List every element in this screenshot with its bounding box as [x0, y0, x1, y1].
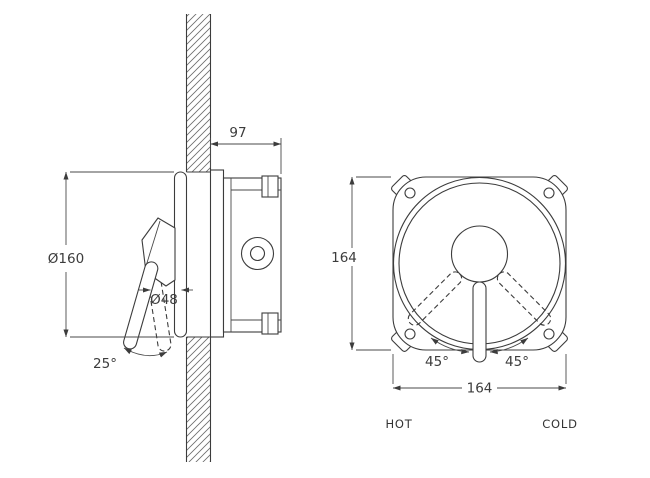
escutcheon-plate-side [173, 171, 188, 338]
dimension-plate-width: 164 [392, 354, 567, 397]
swing-left-angle-label: 45° [425, 354, 449, 370]
escutcheon-diameter-label: Ø160 [48, 251, 84, 267]
lever-position-center [472, 281, 487, 363]
dimension-escutcheon-diameter: Ø160 [48, 171, 174, 338]
cold-supply-label: COLD [542, 417, 578, 431]
wall-section-hatch [185, 14, 212, 462]
corner-screws [404, 187, 555, 340]
front-view: 45° 45° 164 164 HOT COLD [331, 175, 578, 431]
side-view: 97 Ø160 Ø48 25° [48, 14, 282, 462]
dimension-swing-angles: 45° 45° [425, 337, 529, 370]
plate-height-label: 164 [331, 250, 357, 266]
dimension-lever-swing: 25° [93, 347, 168, 372]
pipe-connection-circle [240, 236, 275, 271]
valve-body [209, 169, 282, 338]
front-lever-positions [407, 225, 552, 363]
plate-width-label: 164 [467, 381, 493, 397]
handle-hub-front [450, 225, 509, 283]
pipe-connection-inner-circle [249, 245, 266, 262]
swing-right-angle-label: 45° [505, 354, 529, 370]
handle-base-diameter-label: Ø48 [150, 292, 178, 308]
dimension-plate-height: 164 [331, 176, 391, 351]
dimension-handle-base-diameter: Ø48 [139, 287, 193, 308]
depth-dim-label: 97 [229, 125, 246, 141]
hot-supply-label: HOT [385, 417, 412, 431]
handle-assembly [123, 217, 176, 352]
dimension-depth: 97 [210, 125, 282, 174]
lever-swing-angle-label: 25° [93, 356, 117, 372]
